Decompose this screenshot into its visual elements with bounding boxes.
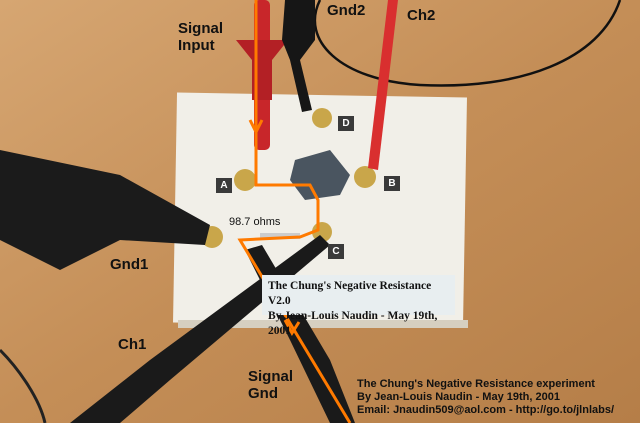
pin-d-label: D [338, 116, 354, 131]
plate-line: By Jean-Louis Naudin - May 19th, 2001 [268, 310, 438, 337]
ch2-label: Ch2 [407, 7, 436, 24]
caption-title: The Chung's Negative Resistance experime… [357, 378, 595, 390]
caption-author: By Jean-Louis Naudin - May 19th, 2001 [357, 391, 560, 403]
caption: The Chung's Negative Resistance experime… [357, 378, 614, 417]
label-line: Input [178, 37, 215, 54]
ch2-probe [368, 0, 398, 170]
probe-hood [236, 40, 288, 100]
pin-c-label: C [328, 244, 344, 259]
device [290, 150, 350, 200]
board-edge [178, 320, 468, 328]
ch1-label: Ch1 [118, 336, 147, 353]
gnd1-clip [0, 150, 210, 270]
arrow-icon [248, 119, 264, 136]
gnd2-probe [282, 0, 315, 112]
arrow-icon [283, 319, 301, 336]
gnd2-cable [313, 0, 622, 87]
resistor-value-label: 98.7 ohms [229, 216, 281, 228]
plate-line: The Chung's Negative Resistance V2.0 [268, 280, 432, 307]
signal-path [237, 0, 352, 423]
terminal-b [354, 166, 376, 188]
label-line: Gnd [248, 385, 278, 402]
terminal-a [234, 169, 256, 191]
resistor [260, 233, 300, 239]
pin-b-label: B [384, 176, 400, 191]
label-line: Signal [248, 368, 294, 385]
cable [0, 348, 47, 423]
circuit-board [173, 92, 467, 328]
board-nameplate: The Chung's Negative Resistance V2.0 By … [262, 275, 455, 337]
label-line: Signal [178, 20, 224, 37]
terminal-d [312, 108, 332, 128]
gnd2-label: Gnd2 [327, 2, 366, 19]
gnd1-label: Gnd1 [110, 256, 149, 273]
pin-a-label: A [216, 178, 232, 193]
caption-contact: Email: Jnaudin509@aol.com - http://go.to… [357, 404, 615, 416]
